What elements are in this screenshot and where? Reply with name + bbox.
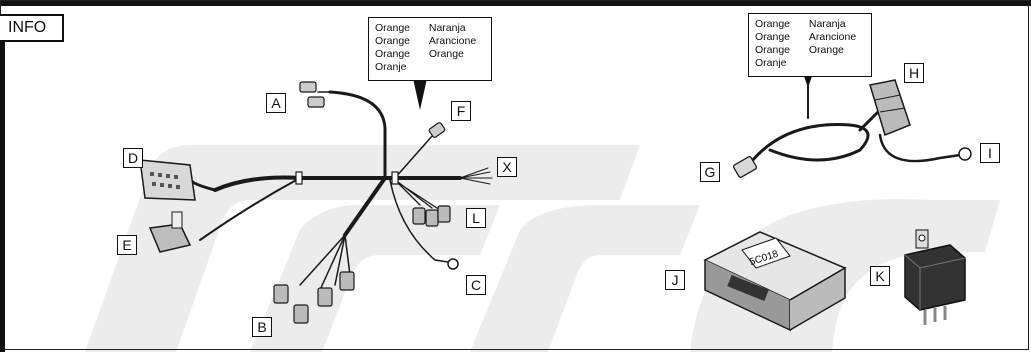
frame-top-bar	[0, 0, 1031, 6]
callout-text: Orange	[755, 44, 791, 56]
control-module-j-icon: 5C018	[703, 231, 847, 332]
callout-text: Orange	[755, 31, 791, 43]
frame-left-bar	[0, 40, 5, 352]
part-label-x: X	[497, 157, 517, 177]
callout-1-col1: Orange Orange Orange Oranje	[375, 22, 419, 76]
part-label-c: C	[466, 275, 486, 295]
callout-text: Orange	[375, 22, 411, 34]
connector-f-icon	[428, 122, 446, 138]
connector-d-icon	[139, 159, 196, 201]
callout-2-col1: Orange Orange Orange Oranje	[755, 18, 799, 72]
color-callout-2: Orange Orange Orange Oranje Naranja Aran…	[748, 13, 872, 77]
ring-terminal-c-icon	[447, 258, 459, 270]
info-tag: INFO	[0, 14, 64, 42]
callout-2-pointer	[804, 76, 812, 88]
ring-terminal-i-icon	[958, 147, 972, 161]
callout-2-col2: Naranja Arancione Orange	[809, 18, 865, 72]
callout-text: Oranje	[755, 57, 787, 69]
callout-text: Orange	[755, 18, 791, 30]
connector-h-icon	[869, 79, 911, 137]
callout-text: Orange	[375, 48, 411, 60]
part-label-h: H	[904, 63, 924, 83]
part-label-e: E	[117, 235, 137, 255]
callout-text: Orange	[808, 44, 844, 56]
callout-1-pointer	[412, 74, 428, 110]
part-label-g: G	[700, 162, 720, 182]
part-label-j: J	[665, 270, 685, 290]
connector-l-icon	[412, 205, 451, 227]
callout-text: Naranja	[808, 18, 846, 30]
part-label-a: A	[266, 93, 286, 113]
part-label-k: K	[870, 266, 890, 286]
part-label-f: F	[451, 101, 471, 121]
connector-a-icon	[299, 81, 325, 108]
color-callout-1: Orange Orange Orange Oranje Naranja Aran…	[368, 17, 492, 81]
callout-text: Orange	[375, 35, 411, 47]
part-label-i: I	[980, 143, 1000, 163]
callout-1-col2: Naranja Arancione Orange	[429, 22, 485, 76]
callout-text: Arancione	[808, 31, 857, 43]
connector-e-icon	[148, 211, 192, 253]
connector-g-icon	[732, 156, 758, 178]
callout-text: Arancione	[428, 35, 477, 47]
callout-text: Orange	[428, 48, 464, 60]
relay-k-icon	[904, 229, 966, 325]
callout-text: Oranje	[375, 61, 407, 73]
part-label-d: D	[123, 148, 143, 168]
part-label-l: L	[466, 208, 486, 228]
part-label-b: B	[252, 317, 272, 337]
callout-text: Naranja	[428, 22, 466, 34]
connector-b-icon	[273, 271, 355, 324]
